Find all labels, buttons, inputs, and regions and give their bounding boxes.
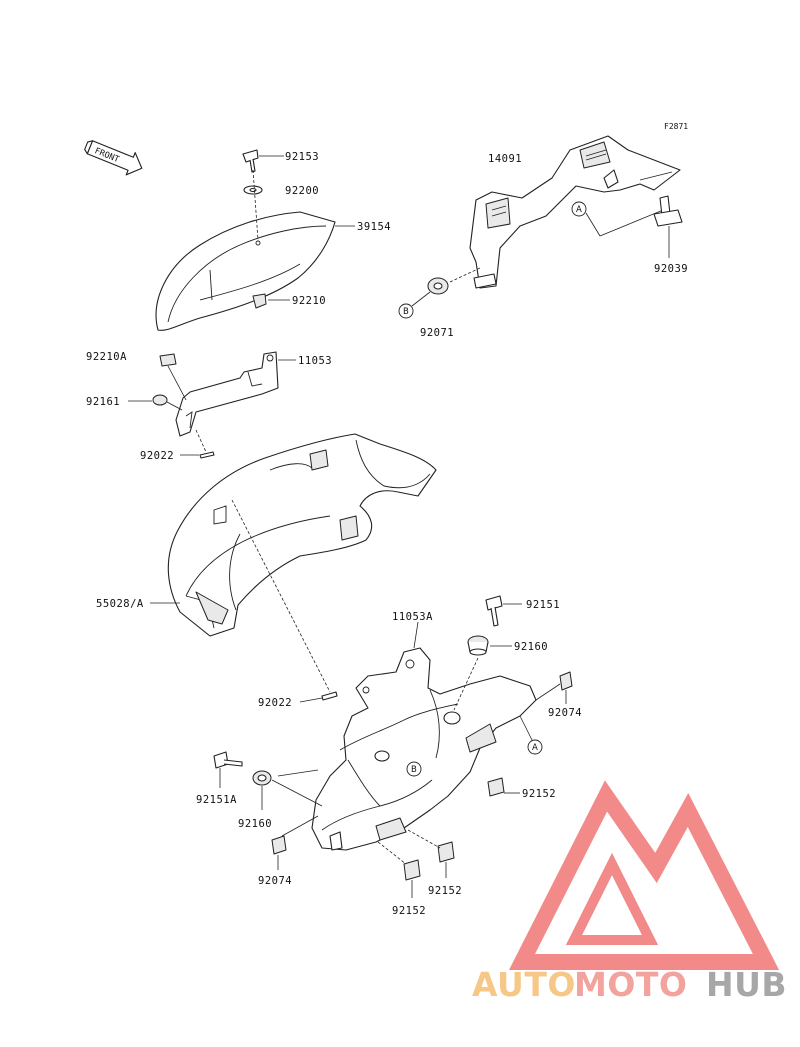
upper-cowl-55028A (167, 433, 437, 637)
label-92151: 92151 (526, 599, 560, 611)
damper-92161 (152, 394, 168, 406)
front-arrow-icon: FRONT (84, 140, 143, 176)
label-92152-middle: 92152 (428, 885, 462, 897)
callout-b-lower (406, 761, 422, 777)
label-92160-lower: 92160 (238, 818, 272, 830)
label-14091: 14091 (488, 153, 522, 165)
damper-92160-upper (467, 635, 489, 656)
callout-a-lower-text: A (532, 743, 538, 753)
label-11053: 11053 (298, 355, 332, 367)
label-92151A: 92151A (196, 794, 237, 806)
label-92074-lower: 92074 (258, 875, 292, 887)
label-92039: 92039 (654, 263, 688, 275)
cover-14091 (469, 135, 681, 289)
washer-92200 (243, 185, 263, 195)
bolt-92153 (242, 149, 259, 173)
brand-moto: MOTO (574, 965, 687, 1004)
bolt-92151 (485, 595, 503, 627)
callout-b-upper (398, 303, 414, 319)
callout-a-upper-text: A (576, 205, 582, 215)
label-92022-upper: 92022 (140, 450, 174, 462)
damper-92160-lower (252, 770, 272, 786)
label-92074-right: 92074 (548, 707, 582, 719)
cap-92074-right (559, 671, 573, 691)
windshield-39154 (155, 211, 336, 331)
nut-92152-lower (403, 859, 421, 881)
label-92200: 92200 (285, 185, 319, 197)
grommet-92210A (159, 353, 177, 367)
clip-92022-upper (199, 451, 215, 459)
grommet-92071 (427, 277, 449, 295)
bolt-92039 (653, 195, 683, 227)
label-92152-lower: 92152 (392, 905, 426, 917)
label-92071: 92071 (420, 327, 454, 339)
grommet-92210 (252, 293, 267, 309)
callout-b-lower-text: B (411, 765, 417, 775)
label-92153: 92153 (285, 151, 319, 163)
label-11053A: 11053A (392, 611, 433, 623)
label-92210A: 92210A (86, 351, 127, 363)
callout-b-upper-text: B (403, 307, 409, 317)
automotohub-logo-icon (508, 780, 780, 970)
label-92022-lower: 92022 (258, 697, 292, 709)
label-55028A: 55028/A (96, 598, 144, 610)
label-39154: 39154 (357, 221, 391, 233)
callout-a-upper (571, 201, 587, 217)
label-92210: 92210 (292, 295, 326, 307)
clip-92022-lower (321, 691, 338, 701)
cap-92074-lower (271, 835, 287, 855)
nut-92152-middle (437, 841, 455, 863)
callout-a-lower (527, 739, 543, 755)
bracket-11053 (175, 351, 279, 437)
figure-code: F2871 (664, 122, 688, 131)
label-92160-upper: 92160 (514, 641, 548, 653)
automotohub-watermark: AUTO MOTO HUB (472, 780, 787, 1004)
label-92161: 92161 (86, 396, 120, 408)
nut-92152-right (487, 777, 505, 797)
brand-hub: HUB (706, 965, 787, 1004)
bolt-92151A (213, 751, 243, 769)
stay-11053A (311, 647, 537, 851)
brand-auto: AUTO (472, 965, 576, 1004)
label-92152-right: 92152 (522, 788, 556, 800)
